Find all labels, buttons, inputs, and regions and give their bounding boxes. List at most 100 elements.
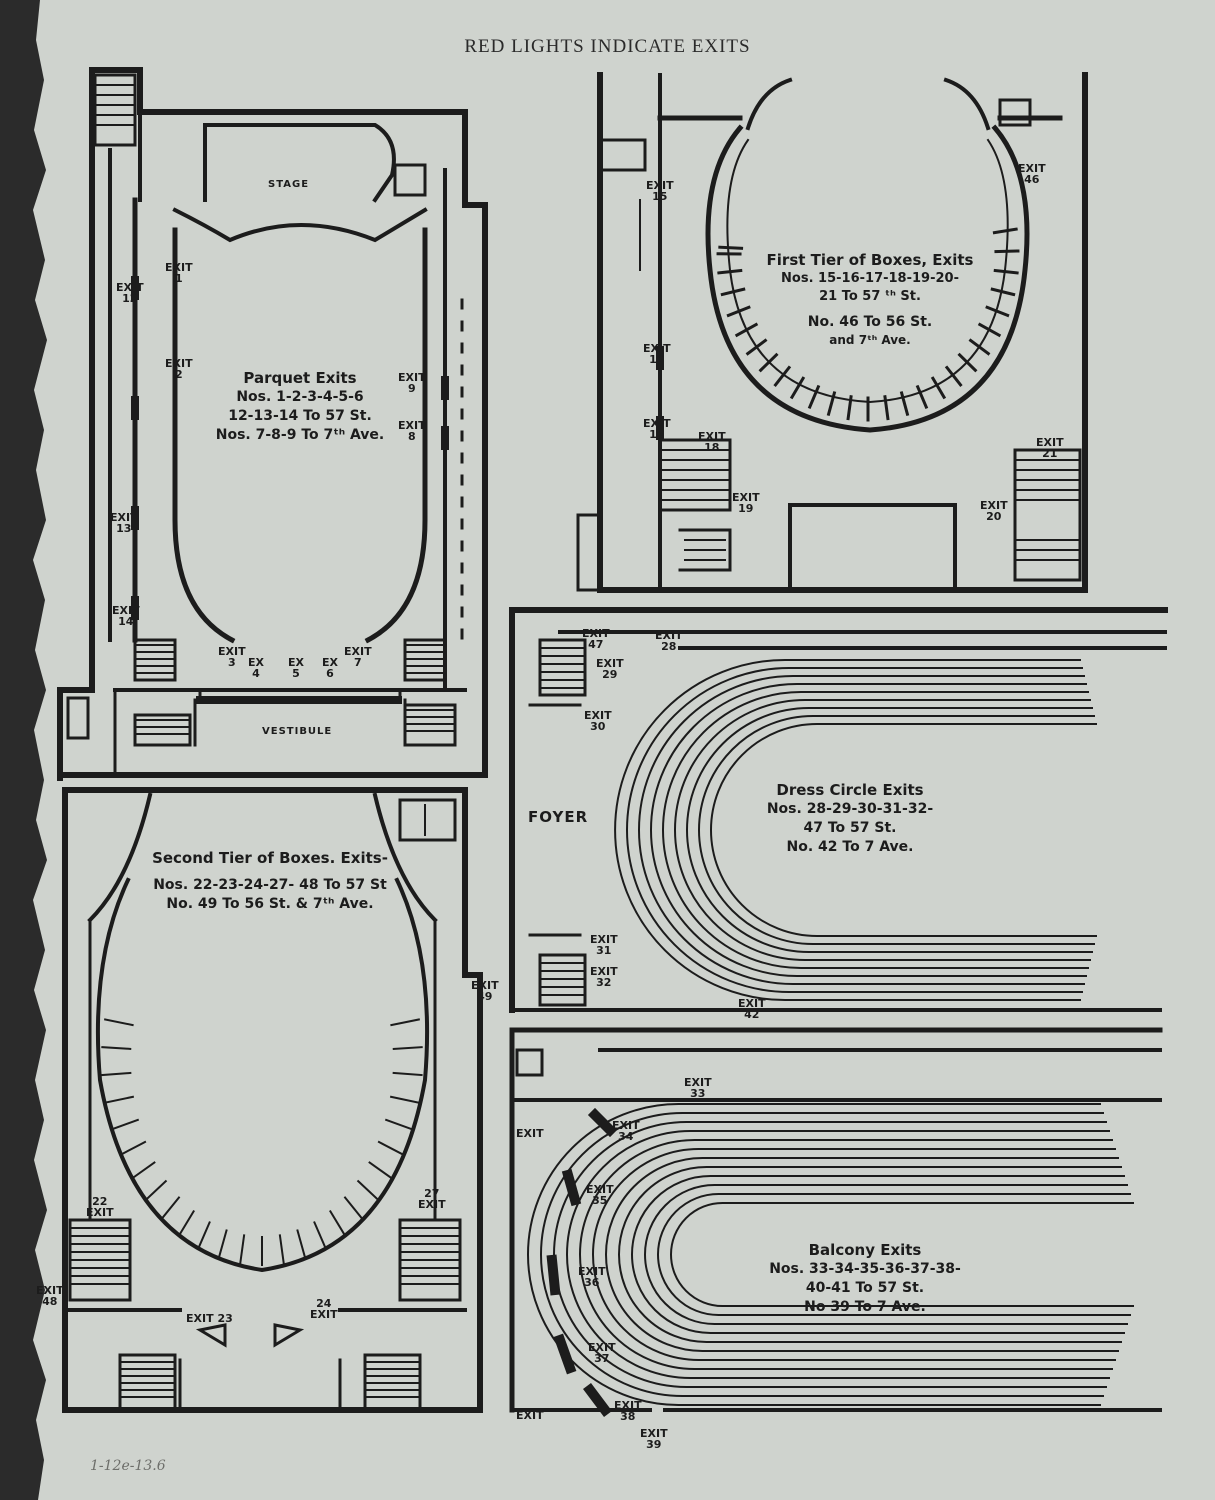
first-tier-note: First Tier of Boxes, Exits Nos. 15-16-17… (765, 250, 975, 348)
box-division (392, 1071, 423, 1077)
box-division (384, 1118, 414, 1131)
box-division (977, 322, 1002, 338)
box-division (899, 391, 910, 417)
dress-circle-title: Dress Circle Exits (776, 781, 924, 799)
parquet-line-1: Nos. 1-2-3-4-5-6 (236, 389, 364, 406)
box-division (177, 1210, 195, 1237)
seating-row (605, 1157, 1119, 1352)
first-tier-title: First Tier of Boxes, Exits (766, 251, 974, 269)
box-division (296, 1229, 307, 1259)
first-tier-line-3: No. 46 To 56 St. (807, 314, 933, 331)
box-division (726, 305, 751, 318)
seating-row (710, 723, 1097, 937)
box-division (758, 352, 779, 373)
box-division (957, 352, 978, 373)
box-division (368, 1161, 394, 1181)
seating-row (662, 691, 1089, 969)
box-division (718, 245, 744, 250)
second-tier-note: Second Tier of Boxes. Exits- Nos. 22-23-… (135, 848, 405, 914)
parquet-line-2: 12-13-14 To 57 St. (228, 408, 372, 425)
second-tier-plan (62, 787, 483, 1413)
box-division (110, 1118, 140, 1131)
box-division (392, 1046, 423, 1050)
box-division (944, 365, 963, 387)
parquet-line-3: Nos. 7-8-9 To 7ᵗʰ Ave. (215, 427, 385, 444)
box-division (993, 268, 1019, 275)
box-division (883, 395, 890, 421)
dress-circle-line-2: 47 To 57 St. (803, 820, 897, 837)
seating-row (618, 1166, 1122, 1343)
box-division (313, 1221, 327, 1250)
balcony-exit-left-upper-label: EXIT (516, 1127, 544, 1140)
box-division (118, 1140, 147, 1157)
dress-circle-line-1: Nos. 28-29-30-31-32- (766, 801, 934, 818)
box-division (846, 395, 853, 421)
balcony-line-3: No 39 To 7 Ave. (804, 1299, 926, 1316)
box-division (159, 1196, 181, 1221)
box-division (104, 1095, 135, 1104)
dress-circle-line-3: No. 42 To 7 Ave. (786, 839, 914, 856)
box-division (717, 268, 743, 275)
box-division (197, 1221, 211, 1250)
page-header: RED LIGHTS INDICATE EXITS (464, 36, 751, 57)
stage-label: STAGE (268, 179, 310, 190)
torn-page-edge (0, 0, 47, 1500)
box-division (343, 1196, 365, 1221)
first-tier-line-1: Nos. 15-16-17-18-19-20- (781, 271, 959, 287)
box-division (734, 322, 759, 338)
box-division (278, 1234, 285, 1265)
balcony-line-1: Nos. 33-34-35-36-37-38- (769, 1261, 961, 1278)
box-division (101, 1046, 132, 1050)
box-division (390, 1018, 421, 1027)
seating-row (592, 1148, 1116, 1361)
seating-row (566, 1130, 1110, 1379)
box-division (826, 391, 837, 417)
box-division (239, 1234, 246, 1265)
first-tier-plan (576, 72, 1088, 593)
foyer-label: FOYER (528, 808, 589, 826)
balcony-title: Balcony Exits (808, 1241, 922, 1259)
box-division (968, 338, 991, 356)
parquet-exits-title: Parquet Exits (243, 369, 357, 387)
parquet-exits-note: Parquet Exits Nos. 1-2-3-4-5-6 12-13-14 … (180, 368, 420, 445)
box-division (356, 1179, 381, 1202)
seating-row (650, 683, 1087, 977)
box-division (720, 287, 746, 297)
seating-row (686, 707, 1093, 953)
parquet-plan (57, 67, 488, 781)
seating-row (553, 1121, 1107, 1388)
seating-row (614, 659, 1081, 1001)
balcony-note: Balcony Exits Nos. 33-34-35-36-37-38- 40… (750, 1240, 980, 1317)
box-division (930, 376, 947, 400)
vestibule-label: VESTIBULE (262, 726, 333, 737)
dress-circle-plan (509, 607, 1168, 1013)
seating-row (631, 1175, 1125, 1334)
